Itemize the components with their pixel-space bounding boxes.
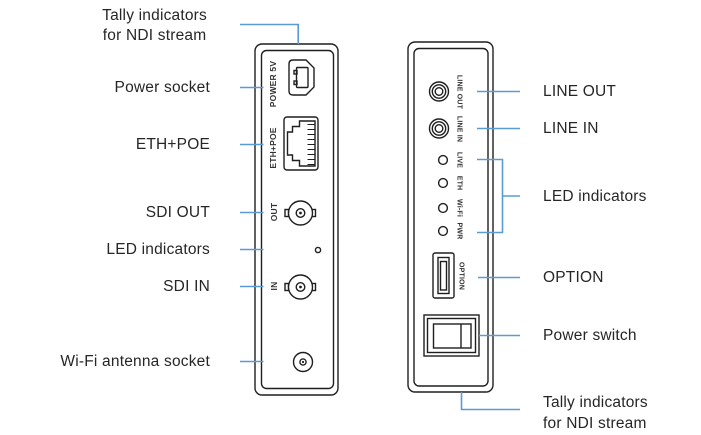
wifi-antenna-socket-connector — [292, 351, 314, 373]
panel-text-option: OPTION — [457, 261, 464, 291]
panel-text-out: OUT — [268, 202, 279, 222]
label-tally-left-line2: for NDI stream — [102, 27, 207, 44]
bnc-sdi-out-connector — [284, 200, 317, 226]
usb-b-power-socket — [288, 59, 315, 96]
line-in-jack — [428, 118, 450, 139]
right-device-drawing — [407, 41, 494, 393]
label-tally-left-line1: Tally indicators — [102, 7, 207, 24]
bnc-sdi-in-connector — [284, 274, 317, 300]
left-device-drawing — [254, 43, 339, 396]
option-usb-port — [432, 252, 455, 299]
label-tally-right-line1: Tally indicators — [543, 394, 648, 411]
label-tally-left: Tally indicators for NDI stream — [102, 6, 207, 46]
panel-text-led-live: LIVE — [455, 151, 462, 169]
left-led-indicator-hole — [314, 246, 322, 254]
rj45-eth-poe-jack — [283, 116, 319, 171]
label-line-in: LINE IN — [543, 120, 599, 137]
label-power-switch: Power switch — [543, 327, 637, 344]
label-led-indicators-right: LED indicators — [543, 188, 647, 205]
panel-text-power-5v: POWER 5V — [267, 60, 278, 108]
panel-text-led-wifi: Wi-Fi — [455, 198, 462, 218]
label-eth-poe: ETH+POE — [135, 136, 210, 153]
panel-text-line-in: LINE IN — [455, 115, 462, 142]
callout-line-tally-left — [240, 23, 299, 44]
line-out-jack — [428, 81, 450, 102]
right-led-indicator-holes — [437, 154, 449, 237]
label-sdi-in: SDI IN — [163, 278, 210, 295]
label-wifi-antenna-socket: Wi-Fi antenna socket — [60, 353, 210, 370]
panel-text-in: IN — [268, 281, 279, 291]
panel-text-line-out: LINE OUT — [455, 74, 462, 109]
callout-lines — [240, 23, 520, 411]
label-option: OPTION — [543, 269, 604, 286]
panel-text-eth-poe: ETH+POE — [267, 127, 278, 169]
label-line-out: LINE OUT — [543, 83, 617, 100]
panel-text-led-eth: ETH — [455, 175, 462, 191]
label-tally-right: Tally indicators for NDI stream — [543, 392, 648, 434]
label-led-indicators-left: LED indicators — [106, 241, 210, 258]
label-power-socket: Power socket — [114, 79, 210, 96]
label-tally-right-line2: for NDI stream — [543, 415, 647, 432]
callout-line-tally-right — [460, 392, 520, 411]
label-sdi-out: SDI OUT — [145, 204, 210, 221]
callout-bracket-led-right — [477, 158, 520, 234]
right-device-panel-face — [413, 47, 489, 387]
panel-text-led-pwr: PWR — [455, 222, 462, 240]
